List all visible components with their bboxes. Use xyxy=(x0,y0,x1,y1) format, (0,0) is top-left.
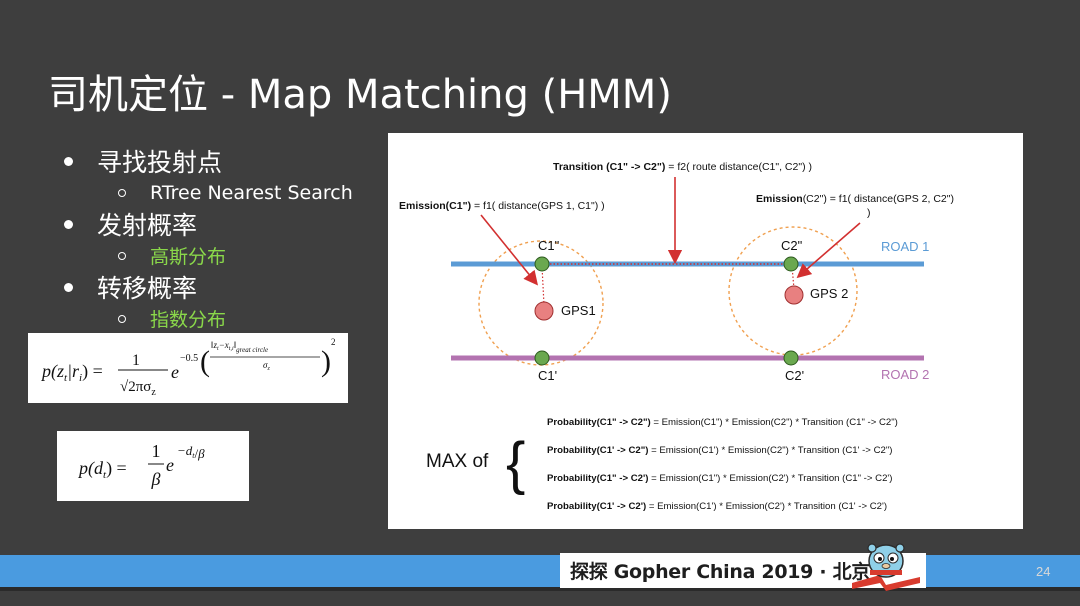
conference-banner-text: 探探 Gopher China 2019 · 北京 xyxy=(570,561,871,583)
hmm-diagram-svg: Transition (C1" -> C2") = f2( route dist… xyxy=(399,161,954,512)
bullet-dot-icon xyxy=(64,219,73,229)
numerator: 1 xyxy=(132,352,140,369)
footer-bottom-line xyxy=(0,587,1080,591)
max-of-label: MAX of xyxy=(426,451,489,472)
probability-line: Probability(C1' -> C2') = Emission(C1') … xyxy=(547,501,887,512)
sub-bullet-label: RTree Nearest Search xyxy=(150,181,353,204)
road1-label: ROAD 1 xyxy=(881,239,929,254)
c2-top-node xyxy=(783,256,799,272)
bullet-dot-icon xyxy=(64,282,73,292)
sub-bullet-ring-icon xyxy=(118,188,126,197)
hmm-diagram: Transition (C1" -> C2") = f2( route dist… xyxy=(388,133,1023,529)
gps1-projection-line xyxy=(541,265,545,306)
svg-text:e: e xyxy=(171,362,179,382)
gps1-label: GPS1 xyxy=(561,303,596,318)
sub-bullet-label: 指数分布 xyxy=(150,309,227,331)
svg-text:1: 1 xyxy=(152,441,161,461)
gaussian-formula: p(zt|ri) = 1 √2πσz e −0.5 ( ‖zt−xt,i‖gre… xyxy=(28,333,348,403)
probability-line: Probability(C1" -> C2") = Emission(C1") … xyxy=(547,417,898,428)
gaussian-formula-svg: p(zt|ri) = 1 √2πσz e −0.5 ( ‖zt−xt,i‖gre… xyxy=(40,337,336,398)
svg-text:(: ( xyxy=(200,345,210,378)
gps2-radius-circle xyxy=(728,226,858,356)
bullet-item: 寻找投射点 xyxy=(60,142,353,180)
sub-bullet-ring-icon xyxy=(118,314,126,323)
svg-text:−dt/β: −dt/β xyxy=(177,443,205,461)
svg-text:p(zt|ri) =: p(zt|ri) = xyxy=(40,361,103,384)
bullet-label: 寻找投射点 xyxy=(97,148,223,177)
c2-top-label: C2" xyxy=(781,238,803,253)
bullet-label: 发射概率 xyxy=(97,211,198,240)
bullet-item: 转移概率 xyxy=(60,268,353,306)
c1-top-node xyxy=(534,256,550,272)
sub-bullet-ring-icon xyxy=(118,251,126,260)
emission1-label: Emission(C1") = f1( distance(GPS 1, C1")… xyxy=(399,200,605,212)
svg-text:p(dt) =: p(dt) = xyxy=(77,458,127,481)
brace-icon: { xyxy=(506,431,525,496)
c1-top-label: C1" xyxy=(538,238,560,253)
bullet-label: 转移概率 xyxy=(97,274,198,303)
exponential-formula-svg: p(dt) = 1 β e −dt/β xyxy=(77,441,205,489)
bullet-dot-icon xyxy=(64,156,73,166)
gopher-mascot-icon xyxy=(850,539,922,591)
svg-text:β: β xyxy=(151,469,161,489)
slide-title: 司机定位 - Map Matching (HMM) xyxy=(48,72,672,118)
svg-text:‖zt−xt,i‖great circle: ‖zt−xt,i‖great circle xyxy=(211,340,268,354)
gps1-point xyxy=(534,301,554,321)
svg-text:e: e xyxy=(166,455,174,475)
sub-bullet-item: RTree Nearest Search xyxy=(60,180,353,205)
exponential-formula: p(dt) = 1 β e −dt/β xyxy=(57,431,249,501)
sub-bullet-item: 高斯分布 xyxy=(60,243,353,268)
sub-bullet-label: 高斯分布 xyxy=(150,246,227,268)
emission2-label-close: ) xyxy=(867,207,871,219)
svg-text:2: 2 xyxy=(331,337,336,347)
emission1-arrow xyxy=(480,214,539,286)
transition-label: Transition (C1" -> C2") = f2( route dist… xyxy=(553,161,812,173)
c2-bottom-node xyxy=(783,350,799,366)
emission2-label: Emission(C2") = f1( distance(GPS 2, C2") xyxy=(756,193,954,205)
page-number: 24 xyxy=(1036,564,1051,579)
sub-bullet-item: 指数分布 xyxy=(60,306,353,331)
c1-bottom-label: C1' xyxy=(538,368,557,383)
c1-bottom-node xyxy=(534,350,550,366)
svg-text:): ) xyxy=(321,345,331,378)
probability-line: Probability(C1" -> C2') = Emission(C1") … xyxy=(547,473,892,484)
gps2-label: GPS 2 xyxy=(810,286,848,301)
c2-bottom-label: C2' xyxy=(785,368,804,383)
bullet-item: 发射概率 xyxy=(60,205,353,243)
svg-text:−0.5: −0.5 xyxy=(180,353,198,364)
bullet-list: 寻找投射点 RTree Nearest Search 发射概率 高斯分布 转移概… xyxy=(60,142,353,331)
emission2-arrow xyxy=(796,222,861,279)
gps2-point xyxy=(784,285,804,305)
road2-label: ROAD 2 xyxy=(881,367,929,382)
probability-line: Probability(C1' -> C2") = Emission(C1') … xyxy=(547,445,892,456)
svg-text:σz: σz xyxy=(263,360,270,372)
svg-text:√2πσz: √2πσz xyxy=(120,379,156,398)
